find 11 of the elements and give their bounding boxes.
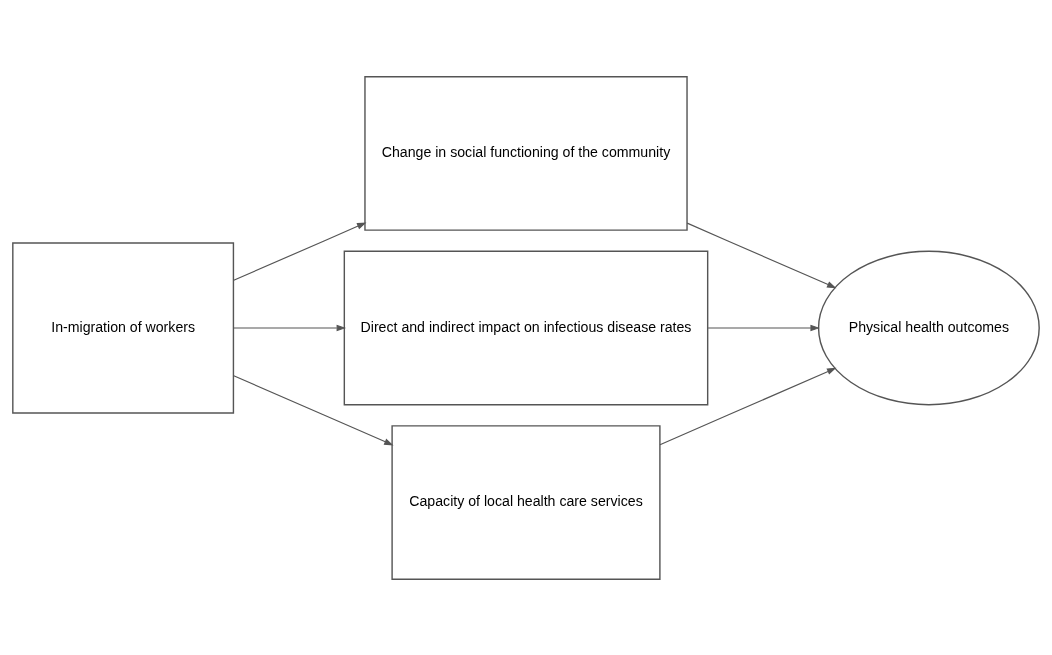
node-box: Capacity of local health care services xyxy=(391,424,661,580)
node-box: Change in social functioning of the community xyxy=(364,75,688,231)
node-box: In-migration of workers xyxy=(12,241,235,414)
arrow xyxy=(659,367,837,445)
arrow xyxy=(686,222,837,288)
arrow xyxy=(233,221,367,281)
node-ellipse: Physical health outcomes xyxy=(817,250,1040,405)
node-box: Direct and indirect impact on infectious disease rates xyxy=(343,250,709,405)
arrow xyxy=(233,324,347,331)
arrow xyxy=(233,374,394,445)
arrow xyxy=(707,324,820,331)
